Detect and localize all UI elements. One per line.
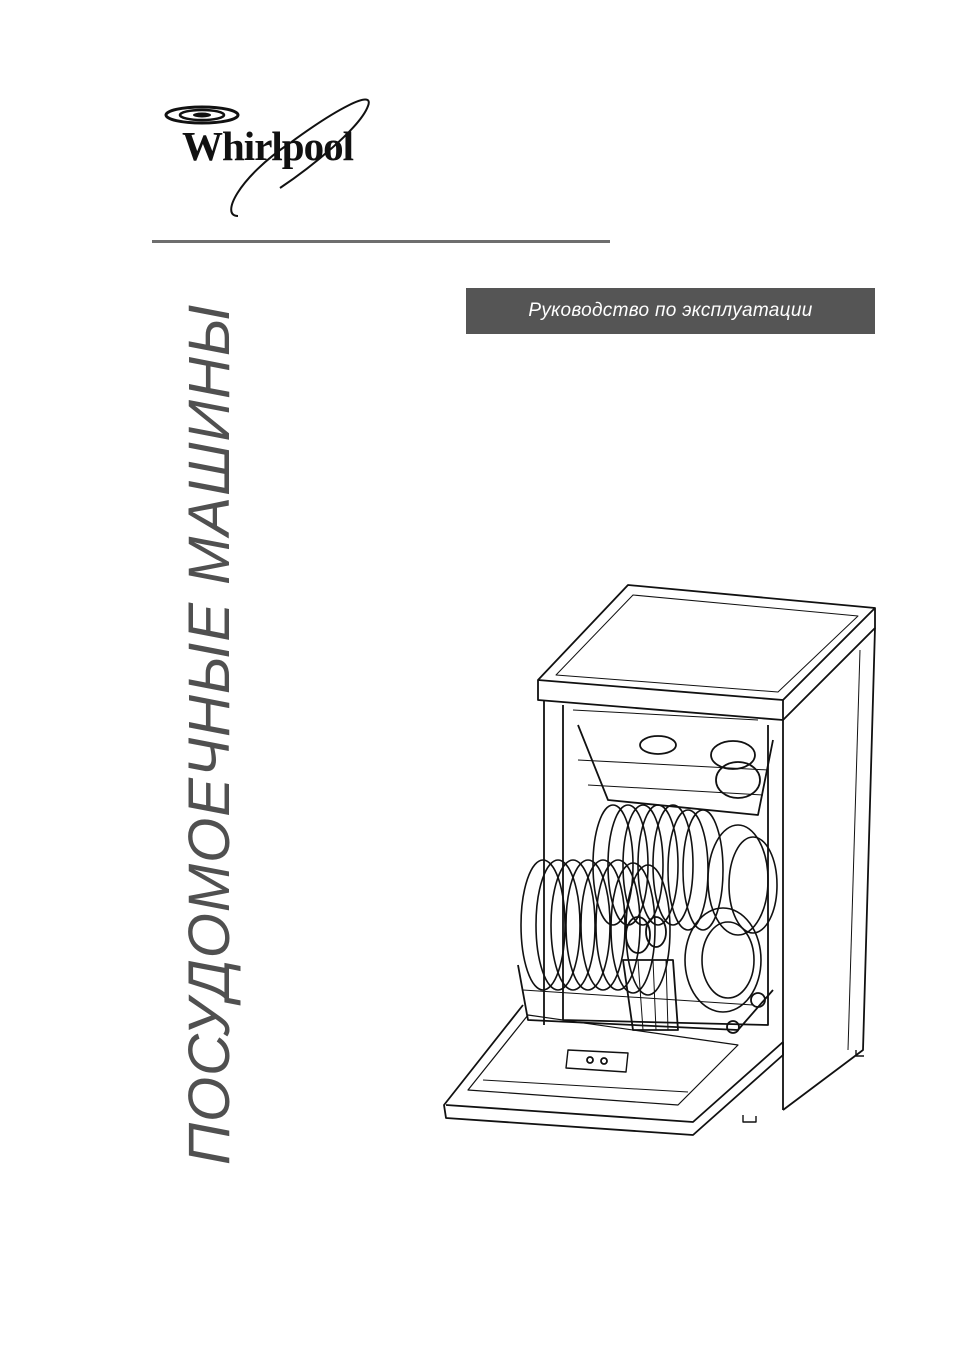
- brand-name: Whirlpool: [182, 122, 353, 170]
- dishwasher-illustration: [438, 580, 883, 1140]
- document-title: ПОСУДОМОЕЧНЫЕ МАШИНЫ: [181, 304, 239, 1165]
- brand-logo: Whirlpool: [160, 88, 405, 223]
- document-subtitle: Руководство по эксплуатации: [466, 288, 875, 334]
- header-divider: [152, 240, 610, 243]
- dishwasher-icon: [438, 580, 883, 1140]
